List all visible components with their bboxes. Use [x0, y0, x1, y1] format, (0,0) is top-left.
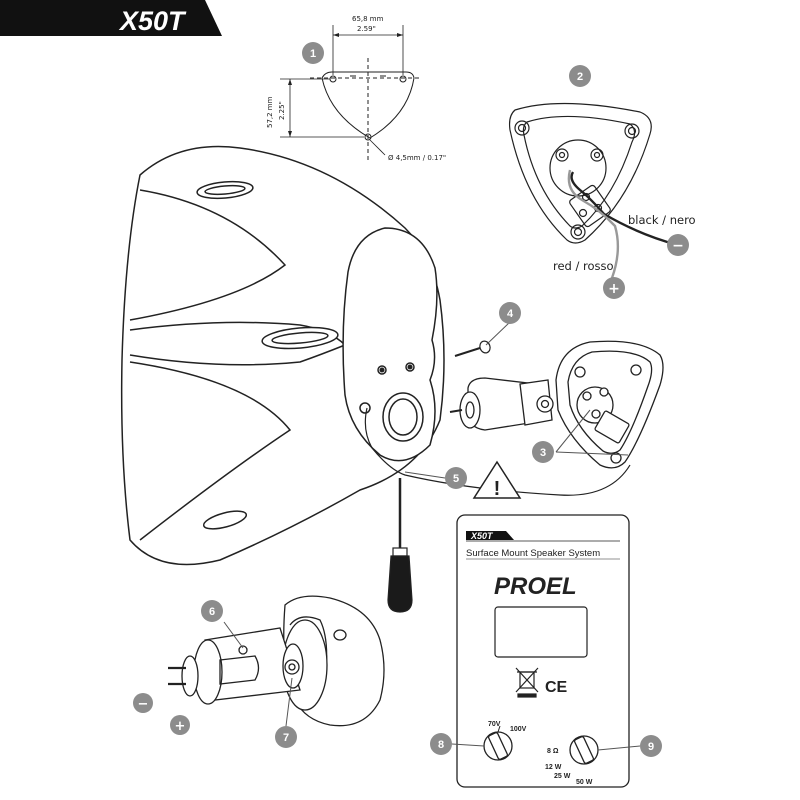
- voltage-70v-label: 70V: [488, 721, 501, 728]
- svg-text:5: 5: [453, 473, 459, 485]
- black-wire-label: black / nero: [628, 213, 696, 227]
- screwdriver-drawing: [387, 478, 413, 613]
- power-selector-knob[interactable]: [569, 735, 599, 765]
- red-wire-label: red / rosso: [553, 259, 614, 273]
- step-badge-8: 8: [430, 733, 452, 755]
- screw-drawing: [454, 340, 491, 357]
- width-mm-label: 65,8 mm: [352, 15, 384, 23]
- svg-text:9: 9: [648, 741, 654, 753]
- step-badge-3: 3: [532, 441, 554, 463]
- svg-text:3: 3: [540, 447, 546, 459]
- connector-plus-label: +: [175, 719, 186, 734]
- svg-text:7: 7: [283, 732, 289, 744]
- drill-template-diagram: [280, 25, 420, 160]
- power-50w-label: 50 W: [576, 779, 593, 786]
- step-badge-5: 5: [445, 467, 467, 489]
- svg-text:2: 2: [577, 71, 583, 83]
- step-badge-2: 2: [569, 65, 591, 87]
- step-badge-4: 4: [499, 302, 521, 324]
- ce-mark: CE: [545, 679, 568, 696]
- plate-subtitle: Surface Mount Speaker System: [466, 548, 600, 559]
- cable-line: [364, 407, 631, 496]
- voltage-100v-label: 100V: [510, 726, 527, 733]
- step-badge-7: 7: [275, 726, 297, 748]
- plate-model: X50T: [470, 531, 494, 541]
- svg-text:1: 1: [310, 48, 316, 60]
- plus-terminal-badge: +: [603, 277, 625, 299]
- power-25w-label: 25 W: [554, 773, 571, 780]
- plate-brand: PROEL: [494, 573, 577, 600]
- step-badge-6: 6: [201, 600, 223, 622]
- step-badge-1: 1: [302, 42, 324, 64]
- leader-lines: [223, 321, 641, 751]
- step-badge-9: 9: [640, 735, 662, 757]
- back-plate: X50T Surface Mount Speaker System PROEL …: [456, 514, 630, 788]
- svg-text:6: 6: [209, 606, 215, 618]
- title-banner: X50T: [0, 0, 222, 36]
- power-8ohm-label: 8 Ω: [547, 748, 559, 755]
- title-text: X50T: [118, 6, 187, 36]
- connector-minus-label: −: [138, 697, 149, 712]
- height-in-label: 2.25": [278, 101, 286, 120]
- weee-bin-icon: [515, 667, 539, 698]
- minus-terminal-badge: −: [667, 234, 689, 256]
- connector-plus-badge: +: [170, 715, 190, 735]
- width-in-label: 2.59": [357, 25, 376, 33]
- warning-icon: !: [472, 460, 522, 500]
- step-badges: 1 2 3 4 5 6 7 8 9: [201, 42, 662, 757]
- height-mm-label: 57,2 mm: [266, 96, 274, 128]
- hole-diameter-label: Ø 4,5mm / 0.17": [388, 154, 446, 162]
- wall-bracket-assembly: [168, 595, 385, 727]
- power-12w-label: 12 W: [545, 764, 562, 771]
- warning-symbol: !: [494, 478, 501, 500]
- svg-text:8: 8: [438, 739, 444, 751]
- plus-terminal-label: +: [608, 281, 620, 297]
- connector-minus-badge: −: [133, 693, 153, 713]
- bracket-wiring-diagram: [508, 102, 679, 279]
- speaker-cabinet: [120, 145, 445, 566]
- svg-text:4: 4: [507, 308, 514, 320]
- voltage-selector-knob[interactable]: [483, 725, 513, 761]
- mounting-bracket-assembly: [449, 340, 664, 469]
- minus-terminal-label: −: [672, 238, 684, 254]
